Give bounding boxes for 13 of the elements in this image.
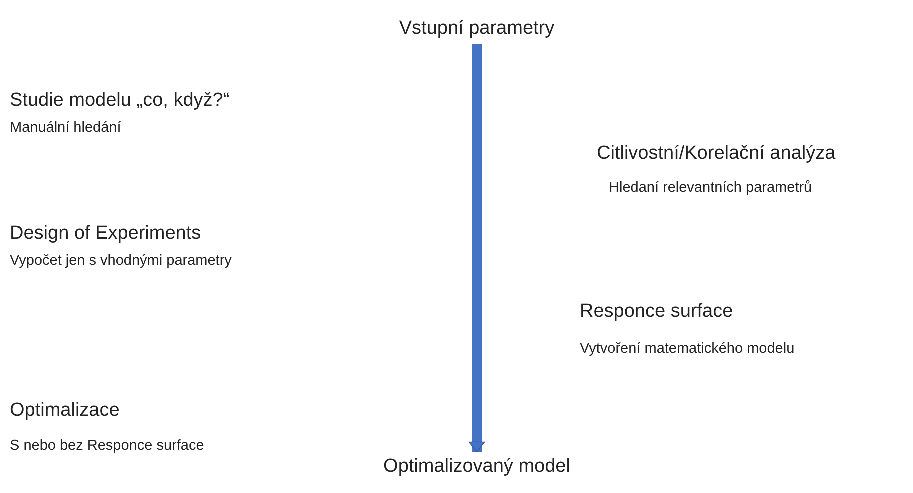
- node-text: Vstupní parametry: [399, 18, 555, 40]
- node-text: Optimalizovaný model: [384, 456, 570, 478]
- method-heading: Studie modelu „co, když?“: [10, 90, 230, 112]
- method-description: Manuální hledání: [10, 120, 122, 136]
- method-heading: Citlivostní/Korelační analýza: [597, 143, 836, 165]
- method-heading: Responce surface: [580, 301, 734, 323]
- method-heading: Design of Experiments: [10, 223, 202, 245]
- method-heading: Optimalizace: [10, 400, 120, 422]
- method-description: Vytvoření matematického modelu: [580, 341, 795, 357]
- method-description: Vypočet jen s vhodnými parametry: [10, 253, 232, 269]
- arrow: [468, 44, 486, 452]
- method-description: Hledaní relevantních parametrů: [609, 180, 812, 196]
- method-description: S nebo bez Responce surface: [10, 438, 204, 454]
